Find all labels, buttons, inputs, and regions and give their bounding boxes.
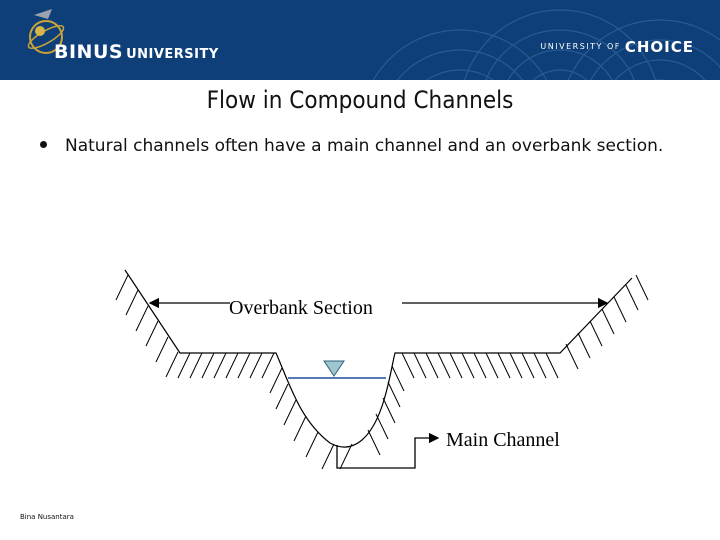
overbank-label: Overbank Section: [229, 297, 373, 319]
tagline-big: CHOICE: [624, 37, 694, 56]
channel-bed-line: [124, 269, 633, 448]
binus-logo-icon: [27, 9, 65, 54]
logo-name: BINUS: [54, 41, 124, 63]
footer-text: Bina Nusantara: [20, 513, 74, 521]
tagline-small: UNIVERSITY OF: [540, 42, 621, 51]
banner-arc-pattern: [372, 9, 720, 80]
main-channel-label: Main Channel: [446, 429, 560, 451]
bullet-dot-icon: [40, 140, 47, 148]
water-surface-triangle-icon: [323, 360, 345, 377]
bullet-text: Natural channels often have a main chann…: [65, 136, 664, 156]
ground-hatching: [115, 274, 649, 470]
logo-suffix: UNIVERSITY: [126, 47, 219, 62]
main-channel-leader: [336, 432, 440, 469]
bullet-item: Natural channels often have a main chann…: [40, 136, 663, 156]
slide-title: Flow in Compound Channels: [206, 86, 514, 114]
